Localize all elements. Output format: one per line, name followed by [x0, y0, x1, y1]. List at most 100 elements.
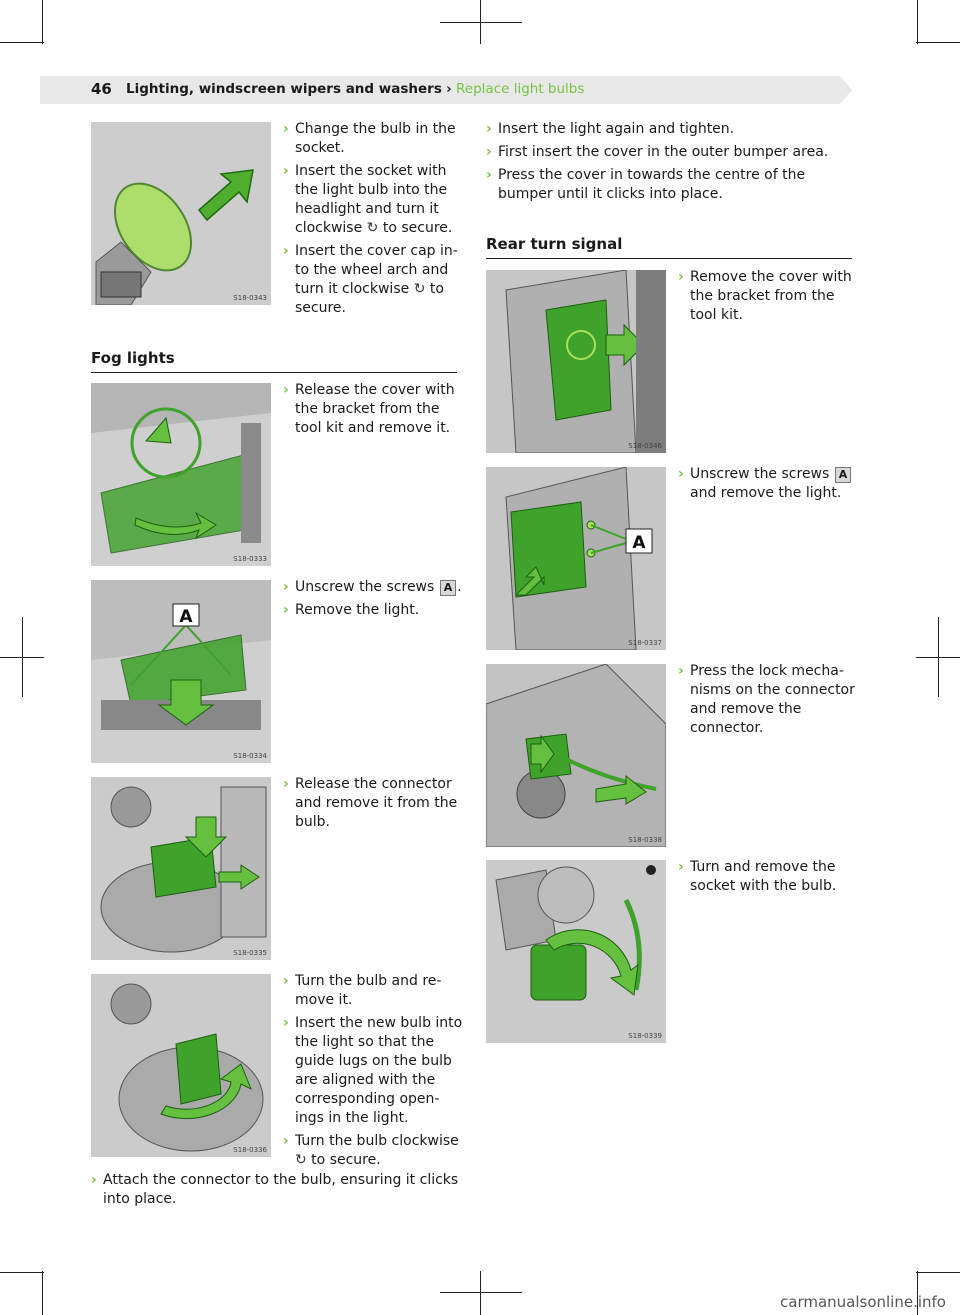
step-item: ›Turn and remove the socket with the bul…	[678, 859, 837, 894]
step-item: ›Turn the bulb clock­wise ↻ to secure.	[283, 1133, 459, 1168]
crop-mark	[0, 42, 44, 43]
page-number: 46	[91, 80, 112, 98]
step-marker: ›	[283, 579, 289, 595]
step-item: ›Remove the light.	[283, 602, 420, 618]
figure-code: S18-0339	[628, 1032, 662, 1040]
figure-code: S18-0336	[233, 1146, 267, 1154]
step-marker: ›	[283, 121, 289, 137]
figure-fog-cover: S18-0333	[91, 383, 271, 566]
step-item: ›Insert the cover cap in­to the wheel ar…	[283, 243, 458, 316]
step-marker: ›	[283, 1133, 289, 1149]
figure-rear-cover: S18-0346	[486, 270, 666, 453]
step-list: ›Insert the light again and tighten. ›Fi…	[486, 120, 856, 208]
rear-cover-illustration	[486, 270, 666, 453]
step-marker: ›	[678, 466, 684, 482]
figure-rear-connector: S18-0338	[486, 664, 666, 847]
rear-connector-illustration	[486, 664, 666, 847]
step-item: ›Turn the bulb and re­move it.	[283, 973, 442, 1008]
step-item: ›Attach the connector to the bulb, ensur…	[91, 1172, 459, 1207]
step-marker: ›	[678, 859, 684, 875]
step-item: ›Press the lock mecha­nisms on the conne…	[678, 663, 855, 736]
figure-code: S18-0335	[233, 949, 267, 957]
step-item: ›Press the cover in towards the centre o…	[486, 167, 806, 202]
callout-A: A	[439, 580, 457, 596]
fog-screws-illustration: A	[91, 580, 271, 763]
crop-mark	[916, 1272, 960, 1273]
step-marker: ›	[283, 602, 289, 618]
step-item: ›Unscrew the screws A.	[283, 579, 462, 596]
figure-code: S18-0333	[233, 555, 267, 563]
breadcrumb-separator: ›	[446, 81, 452, 97]
step-list: ›Turn and remove the socket with the bul…	[678, 858, 858, 900]
crop-mark	[917, 1271, 918, 1315]
step-marker: ›	[283, 243, 289, 259]
crop-mark	[917, 0, 918, 44]
step-item: ›Change the bulb in the socket.	[283, 121, 456, 156]
figure-code: S18-0346	[628, 442, 662, 450]
section-heading-fog-lights: Fog lights	[91, 349, 457, 373]
crop-mark	[440, 1292, 522, 1293]
figure-fog-connector: S18-0335	[91, 777, 271, 960]
header-band	[40, 76, 852, 104]
figure-rear-socket: S18-0339	[486, 860, 666, 1043]
fog-bulb-illustration	[91, 974, 271, 1157]
callout-A: A	[834, 467, 852, 483]
rotate-clockwise-icon: ↻	[413, 281, 426, 297]
breadcrumb-chapter[interactable]: Lighting, windscreen wipers and washers	[126, 81, 442, 97]
section-heading-rear-turn-signal: Rear turn signal	[486, 235, 852, 259]
step-list: ›Press the lock mecha­nisms on the conne…	[678, 662, 858, 742]
breadcrumb-section[interactable]: Replace light bulbs	[456, 81, 585, 97]
step-marker: ›	[283, 776, 289, 792]
step-marker: ›	[678, 269, 684, 285]
step-list: ›Turn the bulb and re­move it. ›Insert t…	[283, 972, 463, 1174]
fog-cover-illustration	[91, 383, 271, 566]
figure-code: S18-0338	[628, 836, 662, 844]
crop-mark	[440, 22, 522, 23]
step-item: ›Insert the socket with the light bulb i…	[283, 163, 453, 236]
crop-mark	[916, 657, 960, 658]
crop-mark	[480, 1271, 481, 1315]
step-marker: ›	[486, 121, 492, 137]
step-marker: ›	[91, 1172, 97, 1188]
step-item: ›Unscrew the screws A and remove the lig…	[678, 465, 858, 503]
callout-A: A	[632, 533, 646, 553]
step-item: ›Insert the new bulb in­to the light so …	[283, 1015, 463, 1126]
step-list: ›Unscrew the screws A and remove the lig…	[678, 465, 858, 507]
crop-mark	[42, 0, 43, 44]
step-marker: ›	[283, 163, 289, 179]
crop-mark	[916, 42, 960, 43]
figure-bulb-socket: S18-0343	[91, 122, 271, 305]
rotate-clockwise-icon: ↻	[295, 1152, 307, 1168]
figure-code: S18-0337	[628, 639, 662, 647]
rear-socket-illustration	[486, 860, 666, 1043]
watermark: carmanualsonline.info	[780, 1293, 946, 1311]
step-item: ›Release the connector and remove it fro…	[283, 776, 458, 830]
figure-fog-bulb: S18-0336	[91, 974, 271, 1157]
crop-mark	[0, 1272, 44, 1273]
step-list: ›Unscrew the screws A. ›Remove the light…	[283, 578, 463, 624]
figure-code: S18-0343	[233, 294, 267, 302]
bulb-socket-illustration	[91, 122, 271, 305]
step-list: ›Remove the cover with the bracket from …	[678, 268, 858, 329]
rotate-clockwise-icon: ↻	[366, 220, 379, 236]
step-marker: ›	[283, 382, 289, 398]
step-item: ›Release the cover with the bracket from…	[283, 382, 455, 436]
step-list: ›Change the bulb in the socket. ›Insert …	[283, 120, 463, 322]
crop-mark	[42, 1271, 43, 1315]
step-marker: ›	[486, 144, 492, 160]
step-marker: ›	[486, 167, 492, 183]
fog-connector-illustration	[91, 777, 271, 960]
figure-code: S18-0334	[233, 752, 267, 760]
figure-fog-screws: A S18-0334	[91, 580, 271, 763]
breadcrumb: Lighting, windscreen wipers and washers …	[126, 81, 584, 97]
rear-screws-illustration: A	[486, 467, 666, 650]
step-marker: ›	[283, 973, 289, 989]
step-list: ›Release the cover with the bracket from…	[283, 381, 463, 442]
step-list: ›Attach the connector to the bulb, ensur…	[91, 1171, 463, 1213]
step-marker: ›	[283, 1015, 289, 1031]
crop-mark	[0, 657, 44, 658]
figure-rear-screws: A S18-0337	[486, 467, 666, 650]
step-list: ›Release the connector and remove it fro…	[283, 775, 463, 836]
step-item: ›Insert the light again and tighten.	[486, 121, 735, 137]
callout-A: A	[179, 607, 193, 627]
